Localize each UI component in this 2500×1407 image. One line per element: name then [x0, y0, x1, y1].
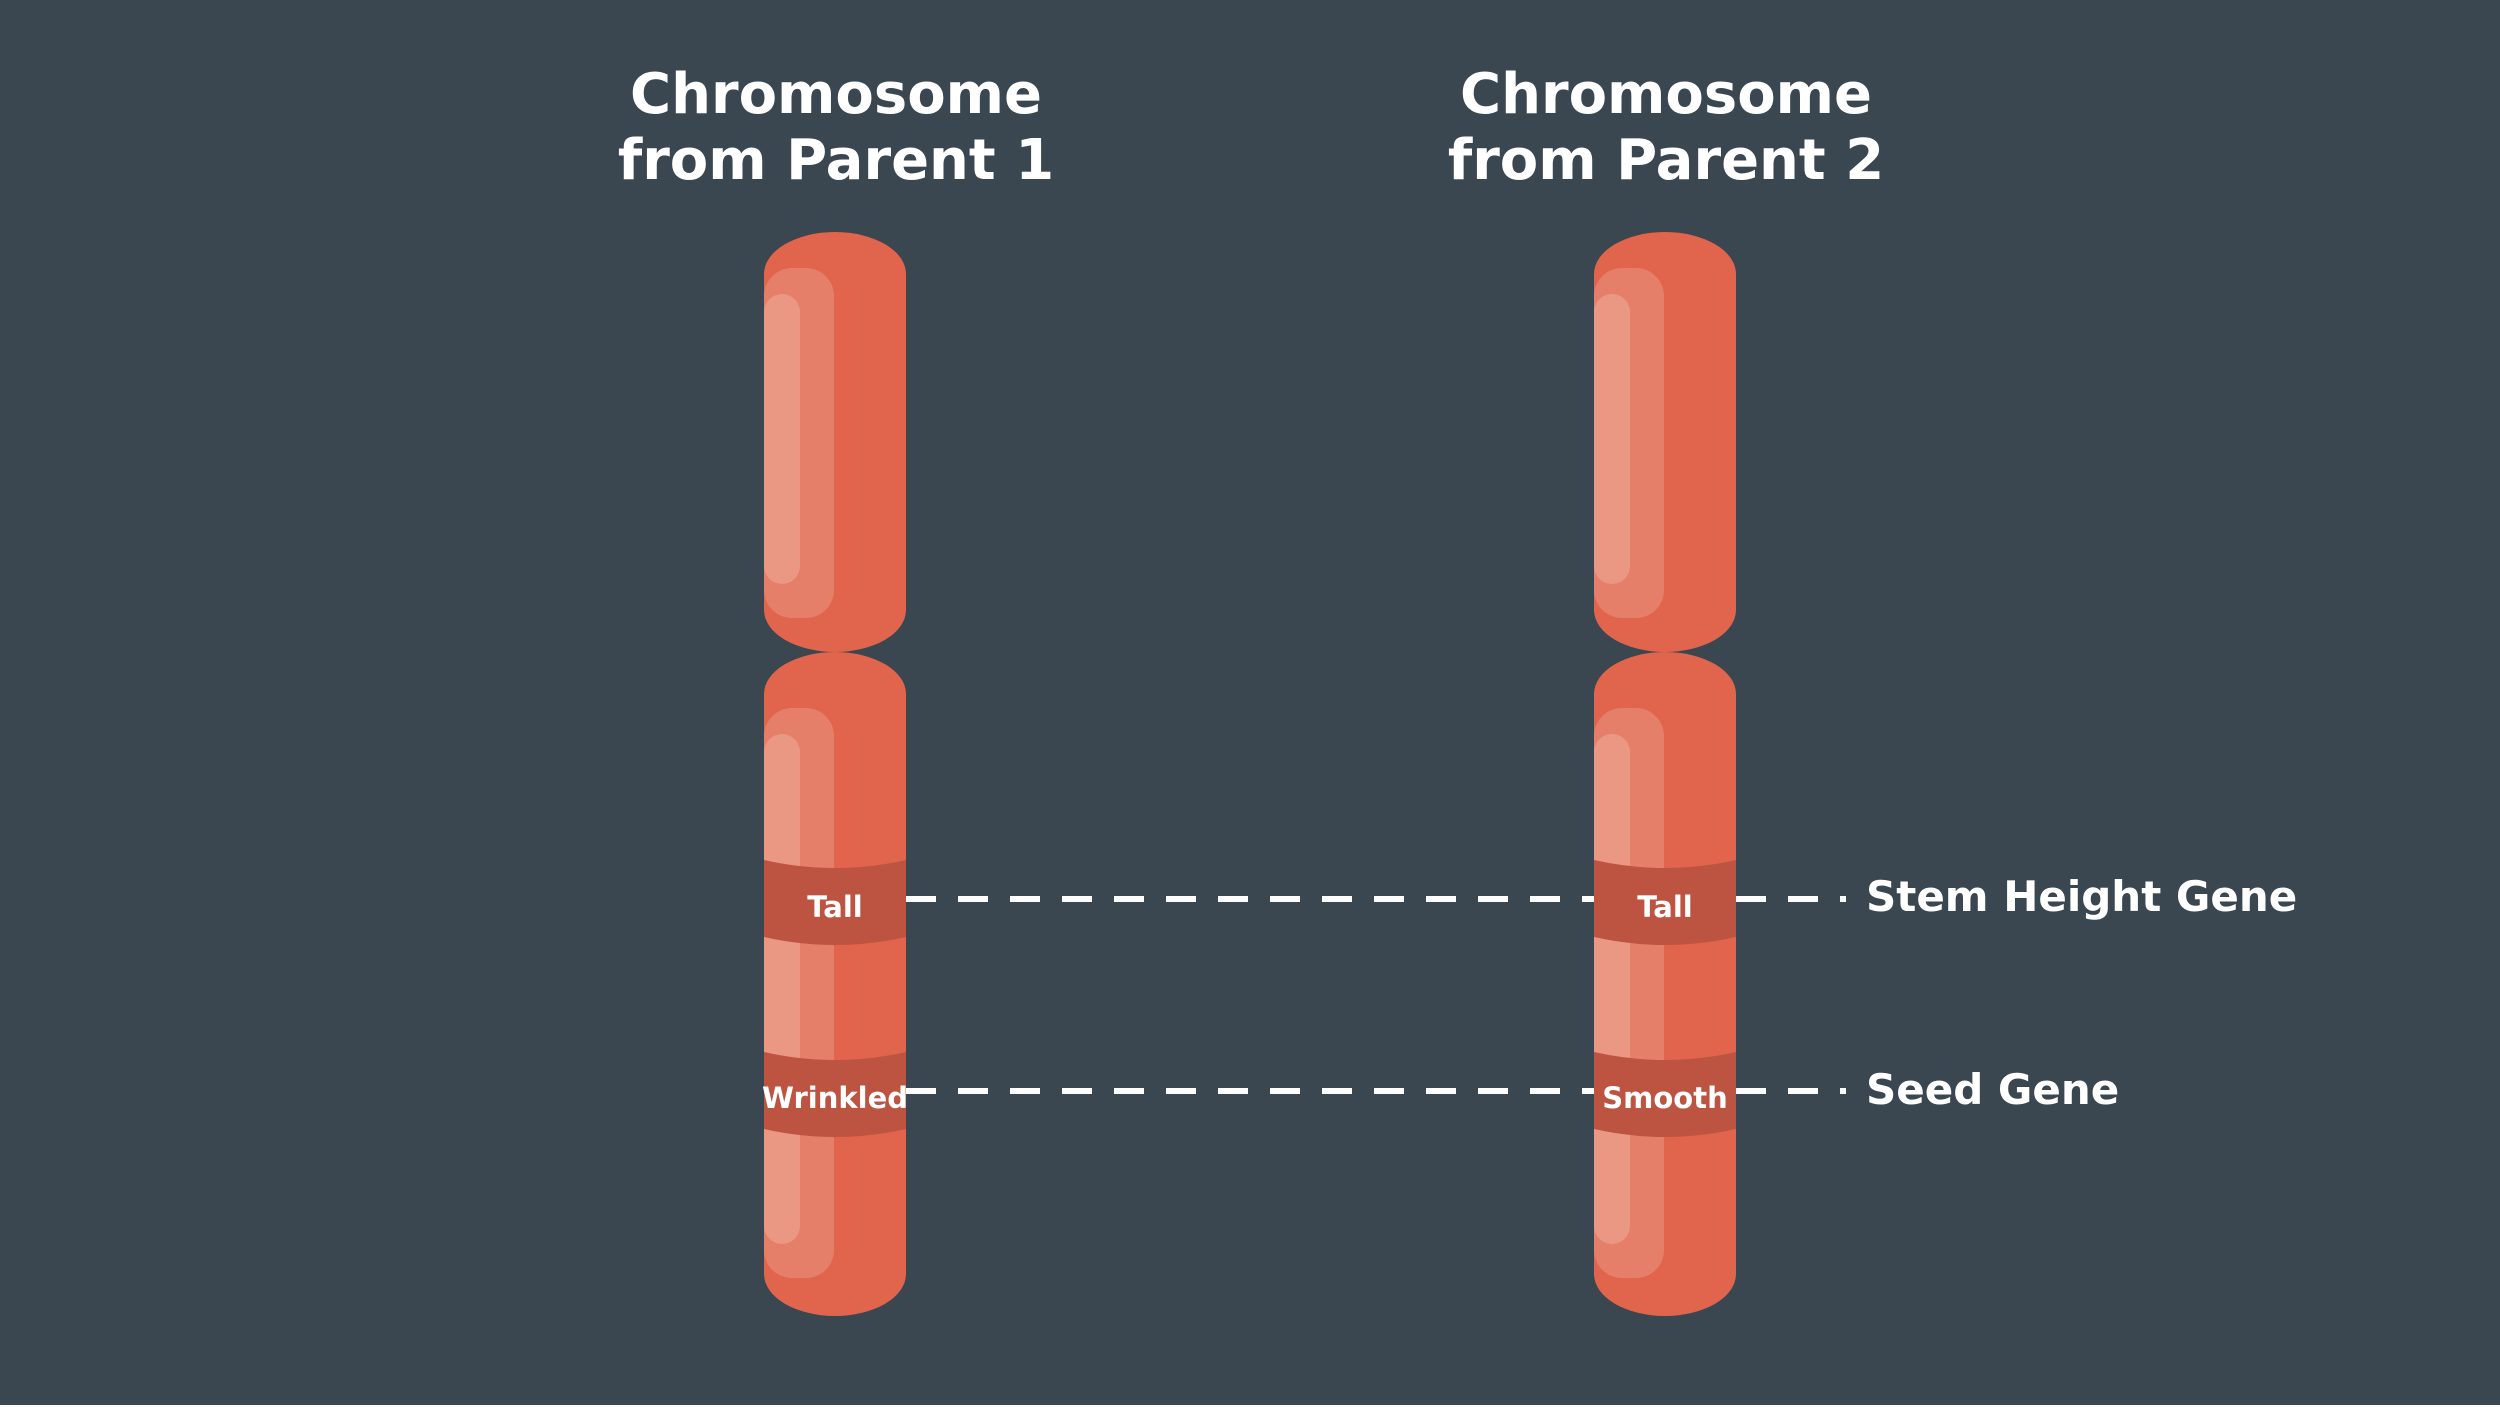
allele-label-seed: Wrinkled	[762, 1081, 908, 1115]
allele-label-stem: Tall	[1637, 890, 1693, 924]
chromosome-upper-arm	[1594, 232, 1736, 652]
chromosome-parent-1-title: Chromosome from Parent 1	[486, 62, 1186, 194]
allele-label-seed: Smooth	[1602, 1081, 1727, 1115]
chromosome-upper-arm	[764, 232, 906, 652]
chromosome-parent-2-title: Chromosome from Parent 2	[1316, 62, 2016, 194]
chromosome-parent-2: Tall Smooth	[1594, 232, 1736, 1316]
title-line-1: Chromosome	[1459, 62, 1872, 127]
title-line-1: Chromosome	[629, 62, 1042, 127]
gene-band-seed	[764, 1052, 906, 1137]
title-line-2: from Parent 1	[617, 128, 1055, 193]
chromosome-lower-arm	[764, 652, 906, 1316]
chromosome-parent-1: Tall Wrinkled	[762, 232, 908, 1316]
chromosome-lower-arm	[1594, 652, 1736, 1316]
gene-band-stem-height	[764, 860, 906, 945]
allele-label-stem: Tall	[807, 890, 863, 924]
gene-band-stem-height	[1594, 860, 1736, 945]
title-line-2: from Parent 2	[1447, 128, 1885, 193]
gene-band-seed	[1594, 1052, 1736, 1137]
stem-height-gene-label: Stem Height Gene	[1866, 872, 2298, 921]
bottom-border	[0, 1405, 2500, 1407]
seed-gene-label: Seed Gene	[1866, 1065, 2120, 1114]
